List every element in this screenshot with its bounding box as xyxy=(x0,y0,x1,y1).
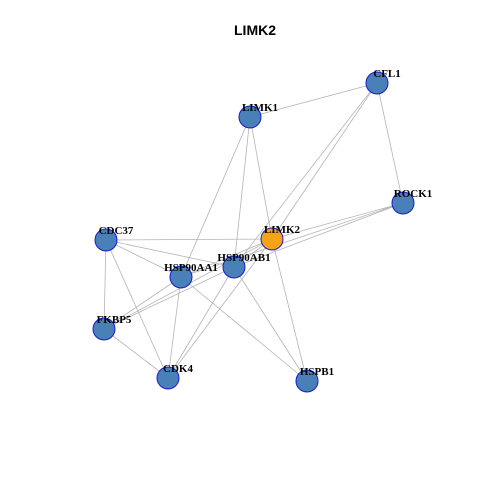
edge-hsp90ab1-hspb1 xyxy=(233,266,308,382)
nodes-layer xyxy=(92,71,415,393)
edge-cdc37-hsp90ab1 xyxy=(105,239,235,268)
labels-layer: LIMK2 CFL1LIMK1ROCK1CDC37HSP90AB1HSP90AA1… xyxy=(97,68,433,378)
edge-hsp90aa1-hspb1 xyxy=(180,276,308,382)
edge-limk2-hsp90aa1 xyxy=(180,238,273,278)
edge-limk1-hsp90ab1 xyxy=(233,116,251,268)
node-hsp90ab1 xyxy=(222,255,246,279)
edge-cfl1-limk1 xyxy=(249,82,378,118)
node-limk1 xyxy=(238,105,262,129)
edge-fkbp5-cdk4 xyxy=(103,328,169,379)
node-fkbp5 xyxy=(92,317,116,341)
edge-cdc37-fkbp5 xyxy=(103,239,107,330)
edge-limk2-cdc37 xyxy=(105,238,273,241)
node-hspb1 xyxy=(295,369,319,393)
edge-hsp90aa1-fkbp5 xyxy=(103,276,182,330)
edge-limk2-hspb1 xyxy=(271,238,308,382)
node-cfl1 xyxy=(365,71,389,95)
edge-cfl1-rock1 xyxy=(376,82,404,204)
node-label-cdk4: CDK4 xyxy=(163,363,193,375)
node-label-hsp90aa1: HSP90AA1 xyxy=(164,262,218,274)
edge-cfl1-hsp90ab1 xyxy=(233,82,378,268)
edge-hsp90aa1-cdk4 xyxy=(167,276,182,379)
edge-limk1-hsp90aa1 xyxy=(180,116,251,278)
node-label-rock1: ROCK1 xyxy=(394,188,433,200)
edge-rock1-hsp90aa1 xyxy=(180,202,404,278)
edge-limk2-limk1 xyxy=(249,116,273,240)
edge-cdc37-hsp90aa1 xyxy=(105,239,182,278)
node-cdk4 xyxy=(156,366,180,390)
node-label-cdc37: CDC37 xyxy=(99,225,134,237)
diagram-title: LIMK2 xyxy=(234,22,276,38)
edge-limk2-rock1 xyxy=(271,202,404,240)
edge-limk2-cfl1 xyxy=(271,82,378,240)
edge-hsp90ab1-cdk4 xyxy=(167,266,235,379)
edge-limk2-cdk4 xyxy=(167,238,273,379)
edge-rock1-hsp90ab1 xyxy=(233,202,404,268)
node-label-cfl1: CFL1 xyxy=(373,68,401,80)
node-rock1 xyxy=(391,191,415,215)
node-label-limk1: LIMK1 xyxy=(242,102,278,114)
edge-hsp90ab1-fkbp5 xyxy=(103,266,235,330)
node-label-hspb1: HSPB1 xyxy=(300,366,334,378)
node-label-fkbp5: FKBP5 xyxy=(97,314,132,326)
node-label-hsp90ab1: HSP90AB1 xyxy=(217,252,270,264)
node-label-limk2: LIMK2 xyxy=(264,224,301,236)
node-hsp90aa1 xyxy=(169,265,193,289)
edges-layer xyxy=(103,82,404,382)
edge-cdc37-cdk4 xyxy=(105,239,169,379)
node-cdc37 xyxy=(94,228,118,252)
node-limk2 xyxy=(260,227,284,251)
